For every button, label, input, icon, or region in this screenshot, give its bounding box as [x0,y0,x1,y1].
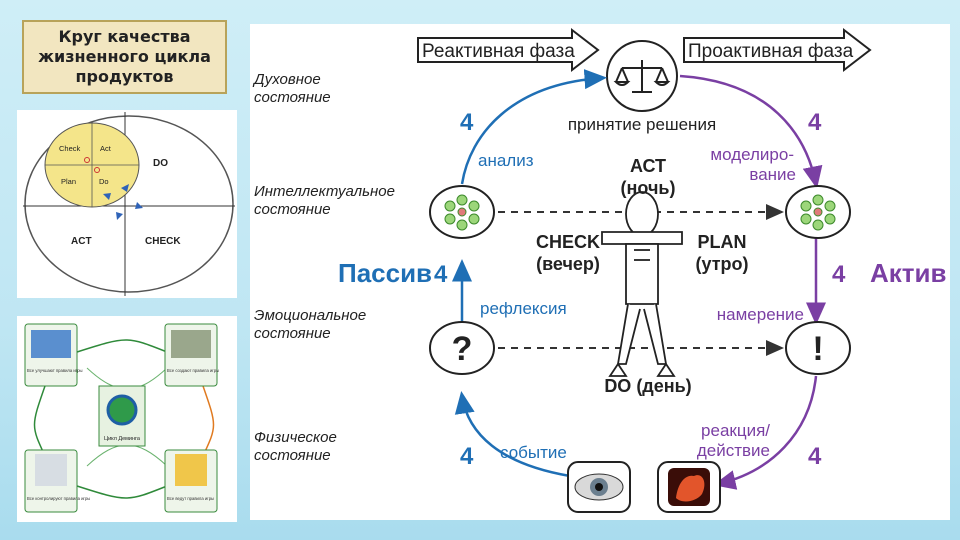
life-cycle-diagram: Реактивная фаза Проактивная фаза [250,24,950,520]
flower-icon [800,194,836,231]
connector-right [202,385,215,457]
decision-label: принятие решения [568,115,716,134]
card-team-image [171,330,211,358]
deming-cycle-panel: Цикл Деминга Все улучшают правила игры В… [17,316,237,522]
reaction-label: реакция/действие [697,421,770,460]
act-label: АСТ(ночь) [621,156,676,198]
event-label: событие [500,443,567,462]
modeling-label: моделиро-вание [710,145,796,184]
inner-plan-label: Plan [61,177,76,186]
count-marker: 4 [832,261,846,288]
card-people-image [175,454,207,486]
hand-icon [676,475,705,502]
active-label: Актив [870,258,947,288]
inner-do-label: Do [99,177,109,186]
page-title: Круг качества жизненного цикла продуктов [38,27,211,86]
count-marker: 4 [808,109,822,136]
connector-inner [86,444,168,467]
connector-top [76,339,168,353]
passive-label: Пассив [338,258,432,288]
count-marker: 4 [808,443,822,470]
center-label: Цикл Деминга [104,436,141,442]
arc-intention-to-reaction [713,375,818,490]
card-caption: Все контролируют правила игры [27,496,90,501]
card-chart-image [31,330,71,358]
intention-label: намерение [717,305,804,324]
connector-left [33,385,46,457]
human-figure-icon [601,191,683,377]
card-caption: Все ведут правила игры [167,496,214,501]
outer-check-label: CHECK [145,236,181,247]
card-caption: Все улучшают правила игры [27,368,83,373]
card-stop-image [35,454,67,486]
title-box: Круг качества жизненного цикла продуктов [22,20,227,94]
outer-act-label: ACT [71,236,92,247]
arc-decision-to-modeling [679,74,823,189]
reflection-label: рефлексия [480,299,567,318]
connector-bottom [76,485,168,499]
exclaim-icon: ! [812,330,823,368]
question-icon: ? [452,330,473,368]
inner-arrow-mark [94,167,100,173]
arc-analysis-to-decision [460,69,607,185]
deming-cycle-diagram: Цикл Деминга Все улучшают правила игры В… [24,323,219,513]
count-marker: 4 [460,109,474,136]
eye-pupil [595,483,603,491]
arc-event-to-reflection [454,391,571,478]
outer-do-label: DO [153,158,168,169]
inner-check-label: Check [59,144,81,153]
rotation-arrow-icon [121,184,129,192]
main-diagram-svg: Реактивная фаза Проактивная фаза [252,27,947,513]
reactive-phase-arrow [417,27,600,73]
do-label: DO (день) [604,376,691,396]
inner-act-label: Act [100,144,112,153]
pdca-diagram: Check Act Plan Do DO ACT CHECK [23,112,235,296]
pdca-circle-panel: Check Act Plan Do DO ACT CHECK [17,110,237,298]
reflection-node [429,321,495,375]
analysis-label: анализ [478,151,534,170]
card-caption: Все создают правила игры [167,368,219,373]
count-marker: 4 [460,443,474,470]
scales-icon [613,60,671,93]
proactive-phase-arrow [683,27,872,73]
intention-node [785,321,851,375]
inner-arrow-mark [84,157,90,163]
rotation-arrow-icon [135,202,143,209]
count-marker: 4 [434,261,448,288]
plan-label: PLAN(утро) [695,232,748,274]
flower-icon [444,194,480,231]
proactive-phase-label: Проактивная фаза [688,41,854,62]
rotation-arrow-icon [116,212,123,220]
deming-wheel-icon [106,394,138,426]
rotation-arrow-icon [103,193,111,200]
check-label: CHECK(вечер) [536,232,600,274]
reactive-phase-label: Реактивная фаза [422,41,575,62]
